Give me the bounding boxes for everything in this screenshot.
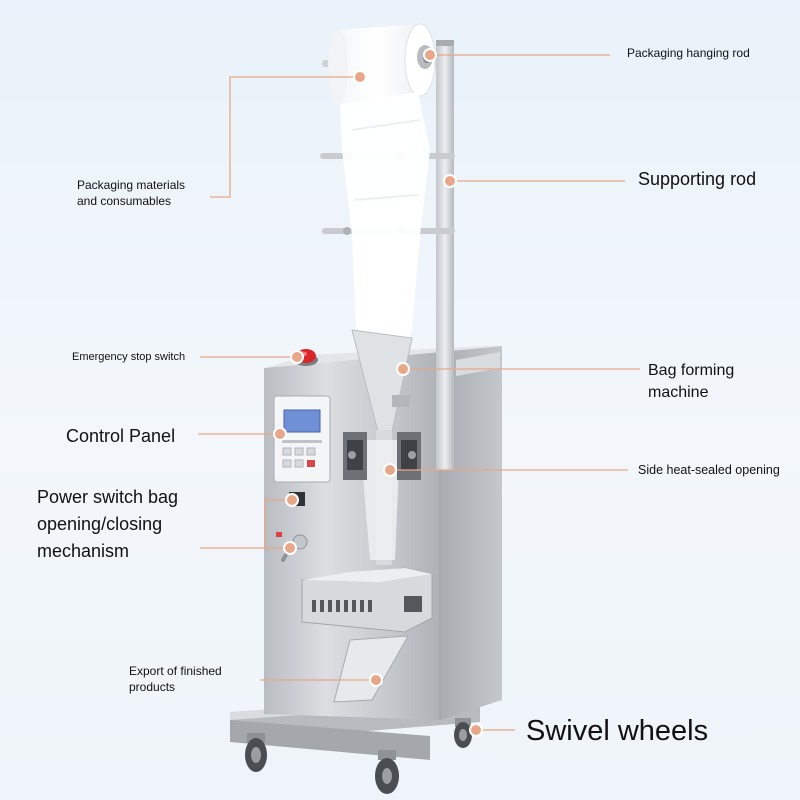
dot-wheels — [469, 723, 483, 737]
wheel-back-right — [454, 718, 472, 748]
dot-export — [369, 673, 383, 687]
dot-emergency-stop — [290, 350, 304, 364]
dot-lever — [283, 541, 297, 555]
film-roll — [328, 23, 436, 104]
label-control-panel: Control Panel — [66, 426, 176, 446]
dot-materials — [353, 70, 367, 84]
label-emergency-stop-switch: Emergency stop switch — [72, 351, 186, 363]
dot-bag-forming — [396, 362, 410, 376]
dot-side-heat-seal — [383, 463, 397, 477]
wheel-front-right — [375, 750, 399, 794]
product-chute — [333, 635, 409, 703]
label-packaging-materials: Packaging materials and consumables — [77, 178, 186, 209]
wheel-front-left — [245, 733, 267, 772]
label-bag-forming-machine: Bag forming machine — [648, 362, 735, 401]
dot-power-switch — [285, 493, 299, 507]
label-packaging-hanging-rod: Packaging hanging rod — [627, 46, 750, 60]
film-web — [340, 92, 430, 400]
dot-hanging-rod — [423, 48, 437, 62]
vent-slots — [312, 600, 372, 612]
label-power-switch-mechanism: Power switch bag opening/closing mechani… — [37, 487, 179, 561]
packaging-machine-illustration — [230, 23, 505, 794]
dot-supporting-rod — [443, 174, 457, 188]
label-export-finished-products: Export of finished products — [129, 664, 222, 695]
dot-control-panel — [273, 427, 287, 441]
support-column — [436, 40, 454, 470]
leader-dots — [273, 48, 483, 737]
label-supporting-rod: Supporting rod — [638, 169, 757, 189]
control-panel-device — [273, 395, 331, 483]
label-swivel-wheels: Swivel wheels — [526, 715, 709, 747]
label-side-heat-sealed-opening: Side heat-sealed opening — [638, 463, 780, 477]
leader-lines — [198, 54, 640, 731]
